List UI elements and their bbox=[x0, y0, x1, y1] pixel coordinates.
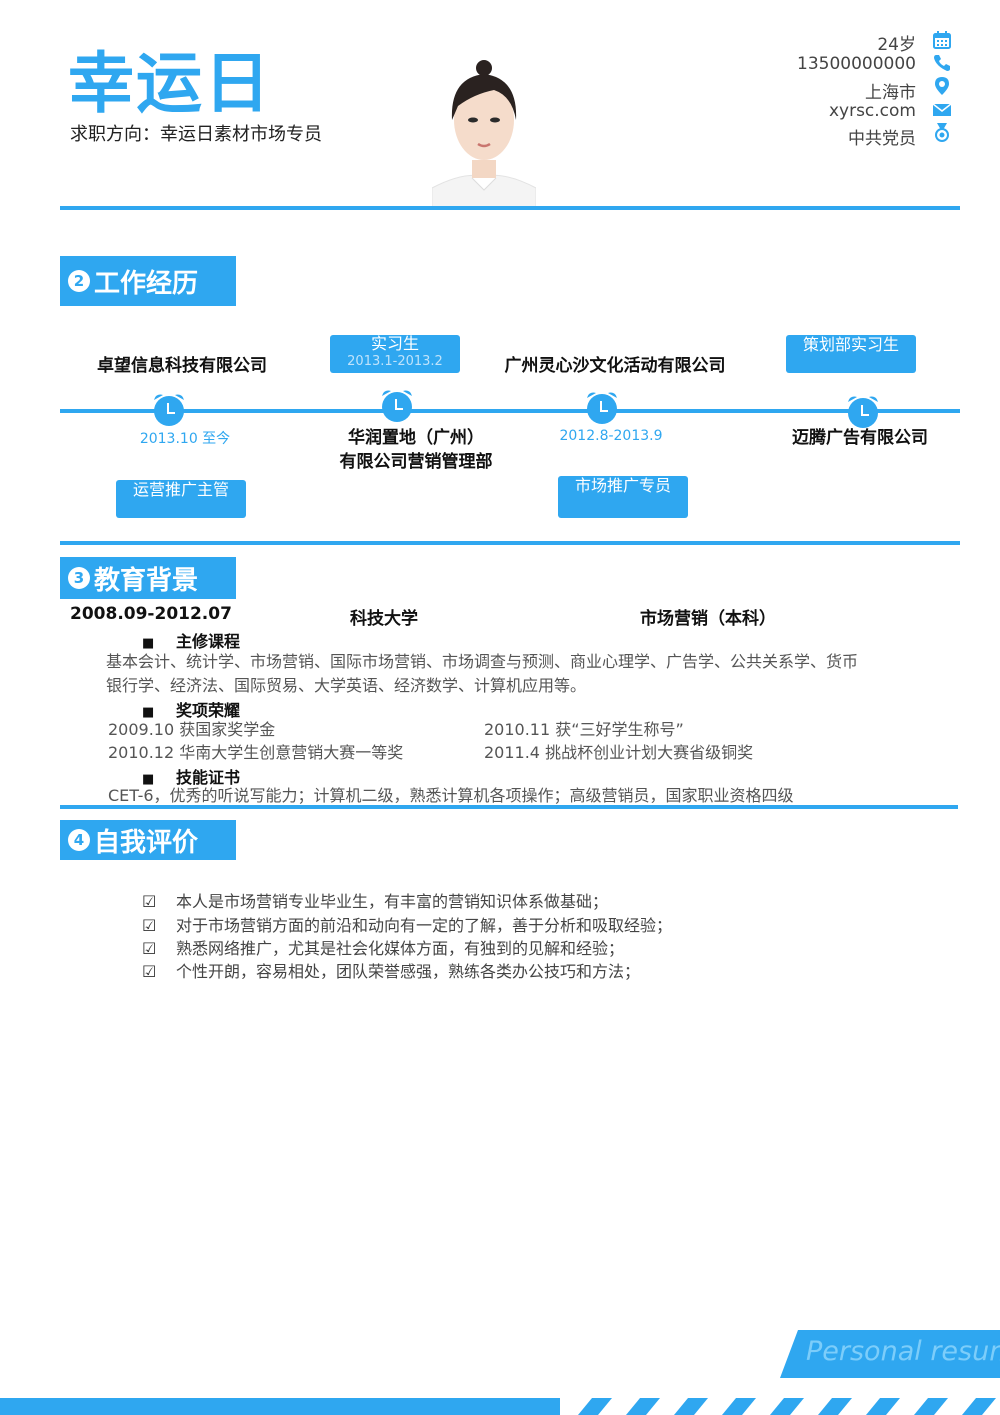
timeline-company: 华润置地（广州） 有限公司营销管理部 bbox=[316, 426, 516, 474]
timeline-role-box: 市场推广专员 bbox=[558, 476, 688, 518]
courses-title: 主修课程 bbox=[142, 628, 240, 652]
timeline-company: 迈腾广告有限公司 bbox=[792, 428, 928, 448]
contact-website: xyrsc.com bbox=[828, 101, 916, 121]
award-item: 2011.4 挑战杯创业计划大赛省级铜奖 bbox=[484, 743, 754, 762]
profile-photo bbox=[432, 60, 536, 210]
candidate-name: 幸运日 bbox=[68, 45, 272, 122]
timeline-role-box: 实习生 2013.1-2013.2 bbox=[330, 335, 460, 373]
timeline-company: 广州灵心沙文化活动有限公司 bbox=[504, 356, 726, 376]
certs-text: CET-6，优秀的听说写能力；计算机二级，熟悉计算机各项操作；高级营销员，国家职… bbox=[108, 786, 794, 805]
awards-title: 奖项荣耀 bbox=[142, 697, 240, 721]
checkbox-icon: ☑ bbox=[142, 916, 157, 935]
contact-age: 24岁 bbox=[877, 35, 916, 55]
calendar-icon bbox=[933, 31, 951, 49]
courses-line: 银行学、经济法、国际贸易、大学英语、经济数学、计算机应用等。 bbox=[106, 676, 587, 695]
contact-phone: 13500000000 bbox=[797, 54, 916, 74]
footer-stripes bbox=[0, 1398, 996, 1415]
section-number-badge: 2 bbox=[68, 270, 90, 292]
footer-tag-shape bbox=[780, 1330, 1000, 1378]
header-divider bbox=[60, 206, 960, 210]
medal-icon bbox=[935, 123, 949, 142]
checkbox-icon: ☑ bbox=[142, 939, 157, 958]
award-item: 2010.11 获“三好学生称号” bbox=[484, 720, 684, 739]
section-education-header: 3 教育背景 bbox=[60, 557, 236, 599]
timeline-role: 实习生 bbox=[370, 335, 419, 353]
section-number-badge: 4 bbox=[68, 829, 90, 851]
contact-political-status: 中共党员 bbox=[848, 129, 916, 149]
timeline-date: 2013.1-2013.2 bbox=[347, 354, 443, 369]
envelope-icon bbox=[932, 103, 952, 116]
eval-text: 个性开朗，容易相处，团队荣誉感强，熟练各类办公技巧和方法； bbox=[176, 962, 641, 981]
section-divider bbox=[60, 541, 960, 545]
timeline-axis bbox=[60, 409, 960, 413]
edu-period: 2008.09-2012.07 bbox=[70, 604, 232, 624]
section-divider bbox=[60, 805, 958, 809]
phone-icon bbox=[934, 55, 950, 71]
section-number-badge: 3 bbox=[68, 567, 90, 589]
section-title: 工作经历 bbox=[94, 268, 199, 299]
checkbox-icon: ☑ bbox=[142, 962, 157, 981]
certs-title: 技能证书 bbox=[142, 764, 240, 788]
section-title: 教育背景 bbox=[94, 565, 199, 596]
timeline-role-box: 策划部实习生 bbox=[786, 335, 916, 373]
alarm-clock-icon bbox=[154, 394, 184, 426]
eval-item: ☑ 熟悉网络推广，尤其是社会化媒体方面，有独到的见解和经验； bbox=[142, 935, 624, 959]
section-title: 自我评价 bbox=[94, 827, 199, 858]
eval-item: ☑ 个性开朗，容易相处，团队荣誉感强，熟练各类办公技巧和方法； bbox=[142, 958, 640, 982]
eval-text: 熟悉网络推广，尤其是社会化媒体方面，有独到的见解和经验； bbox=[176, 939, 625, 958]
timeline-date: 2013.10 至今 bbox=[139, 431, 231, 447]
courses-text: 基本会计、统计学、市场营销、国际市场营销、市场调查与预测、商业心理学、广告学、公… bbox=[106, 650, 858, 698]
award-item: 2009.10 获国家奖学金 bbox=[108, 720, 276, 739]
alarm-clock-icon bbox=[382, 390, 412, 422]
timeline-date: 2012.8-2013.9 bbox=[559, 428, 663, 444]
eval-text: 本人是市场营销专业毕业生，有丰富的营销知识体系做基础； bbox=[176, 892, 609, 911]
checkbox-icon: ☑ bbox=[142, 892, 157, 911]
timeline-role-box: 运营推广主管 bbox=[116, 480, 246, 518]
timeline-company-line: 华润置地（广州） bbox=[348, 428, 484, 448]
contact-city: 上海市 bbox=[865, 83, 916, 103]
section-work-header: 2 工作经历 bbox=[60, 256, 236, 306]
eval-item: ☑ 对于市场营销方面的前沿和动向有一定的了解，善于分析和吸取经验； bbox=[142, 912, 672, 936]
timeline-company: 卓望信息科技有限公司 bbox=[97, 356, 267, 376]
footer-tag-text: Personal resume bbox=[806, 1336, 1000, 1367]
courses-line: 基本会计、统计学、市场营销、国际市场营销、市场调查与预测、商业心理学、广告学、公… bbox=[106, 652, 859, 671]
edu-school: 科技大学 bbox=[350, 609, 418, 629]
edu-major: 市场营销（本科） bbox=[640, 609, 776, 629]
eval-item: ☑ 本人是市场营销专业毕业生，有丰富的营销知识体系做基础； bbox=[142, 888, 608, 912]
job-objective: 求职方向：幸运日素材市场专员 bbox=[70, 124, 322, 145]
eval-text: 对于市场营销方面的前沿和动向有一定的了解，善于分析和吸取经验； bbox=[176, 916, 673, 935]
alarm-clock-icon bbox=[848, 396, 878, 428]
award-item: 2010.12 华南大学生创意营销大赛一等奖 bbox=[108, 743, 404, 762]
timeline-company-line: 有限公司营销管理部 bbox=[339, 452, 493, 472]
section-self-eval-header: 4 自我评价 bbox=[60, 820, 236, 860]
location-pin-icon bbox=[935, 77, 949, 95]
alarm-clock-icon bbox=[587, 392, 617, 424]
